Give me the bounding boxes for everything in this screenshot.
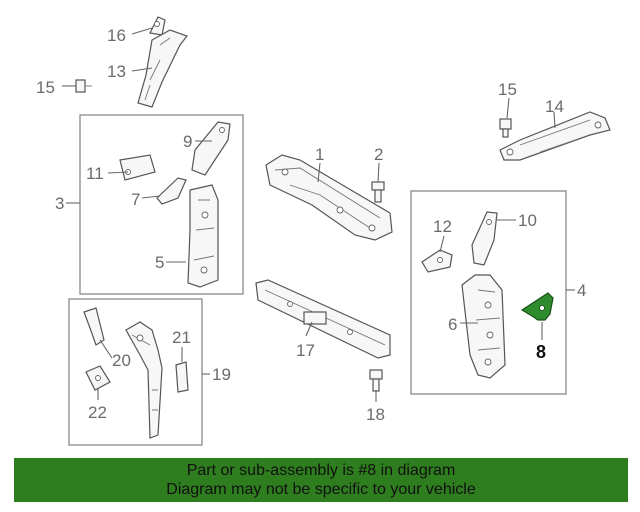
callout-5: 5 <box>155 253 164 272</box>
callout-14: 14 <box>545 97 564 116</box>
part-6 <box>461 274 506 379</box>
part-2 <box>371 181 385 203</box>
callout-8: 8 <box>536 342 546 362</box>
callout-19: 19 <box>212 365 231 384</box>
part-8-highlighted <box>520 292 554 321</box>
callout-12: 12 <box>433 217 452 236</box>
callout-4: 4 <box>577 281 586 300</box>
part-21 <box>175 361 189 393</box>
group-box-4 <box>410 190 567 395</box>
callout-16: 16 <box>107 26 126 45</box>
part-15-bolt-right <box>499 118 512 138</box>
part-9 <box>191 121 231 176</box>
part-18 <box>369 369 383 392</box>
banner-line-2: Diagram may not be specific to your vehi… <box>166 481 476 498</box>
callout-11: 11 <box>86 164 104 183</box>
part-20 <box>83 307 105 346</box>
callout-15-right: 15 <box>498 80 517 99</box>
callout-6: 6 <box>448 315 457 334</box>
part-5 <box>187 184 219 288</box>
part-7 <box>156 177 187 205</box>
parts-diagram: 16 13 15 15 14 1 2 3 9 11 7 5 12 10 4 6 … <box>36 16 611 446</box>
part-19-bracket <box>125 321 163 439</box>
callout-2: 2 <box>374 145 383 164</box>
callout-22: 22 <box>88 403 107 422</box>
part-13 <box>137 29 188 108</box>
banner-line-1: Part or sub-assembly is #8 in diagram <box>186 462 456 479</box>
group-box-19 <box>68 298 203 446</box>
part-15-bolt-left <box>75 79 92 93</box>
callout-7: 7 <box>131 190 140 209</box>
part-10 <box>471 211 498 266</box>
callout-3: 3 <box>55 194 64 213</box>
part-17 <box>255 279 391 359</box>
callout-1: 1 <box>315 145 324 164</box>
callout-20: 20 <box>112 351 131 370</box>
part-1 <box>265 154 393 241</box>
callout-15-left: 15 <box>36 78 55 97</box>
callout-13: 13 <box>107 62 126 81</box>
callout-18: 18 <box>366 405 385 424</box>
part-info-banner: Part or sub-assembly is #8 in diagram Di… <box>14 458 628 502</box>
callout-21: 21 <box>172 328 191 347</box>
part-14 <box>499 111 611 161</box>
callout-17: 17 <box>296 341 315 360</box>
group-box-3 <box>79 114 244 295</box>
part-16 <box>149 16 166 36</box>
part-12 <box>421 249 453 273</box>
callout-10: 10 <box>518 211 537 230</box>
part-11 <box>119 154 156 181</box>
callout-9: 9 <box>183 132 192 151</box>
part-22 <box>85 365 111 391</box>
